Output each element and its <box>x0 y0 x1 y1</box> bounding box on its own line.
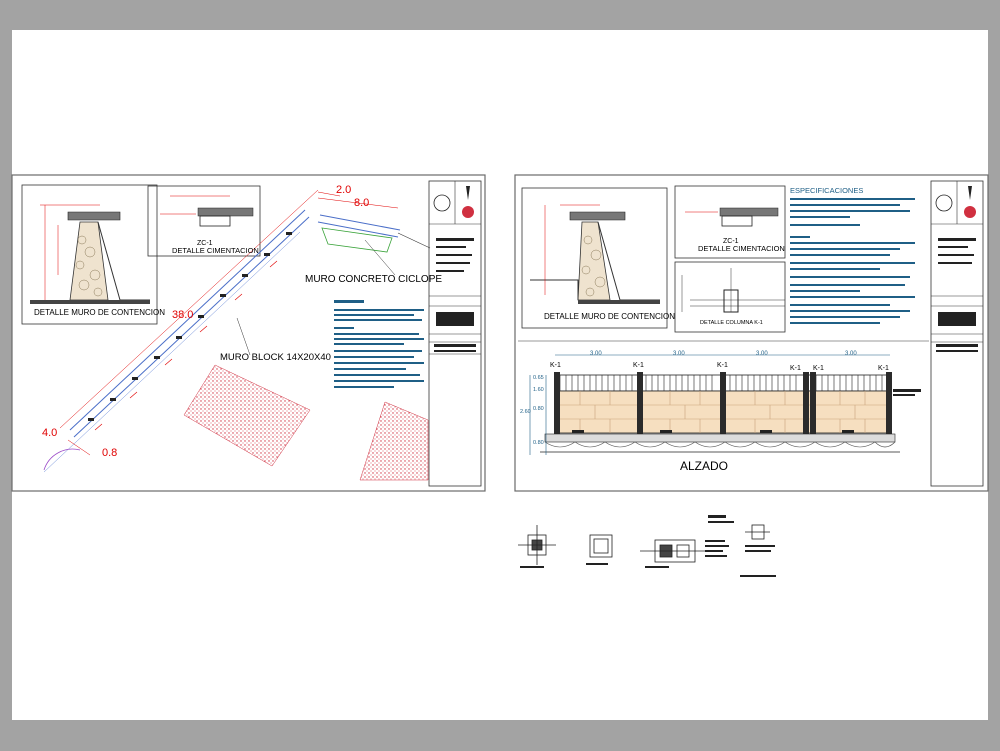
fence-elevation <box>529 354 921 455</box>
column-detail-label: DETALLE COLUMNA K-1 <box>700 320 763 326</box>
sheet-2-specs-text <box>790 198 915 324</box>
column-tag-6: K-1 <box>878 365 889 372</box>
dim-top-short: 2.0 <box>336 184 352 196</box>
dim-main: 38.0 <box>172 309 194 321</box>
height-dim-4: 0.80 <box>533 440 544 446</box>
total-height-dim: 2.60 <box>520 409 531 415</box>
wall-detail-frame-2 <box>521 187 668 329</box>
height-dim-2: 1.60 <box>533 387 544 393</box>
wall-section-stone <box>69 221 109 301</box>
foundation-tag: ZC-1 <box>197 240 213 247</box>
foundation-detail-frame <box>147 185 261 257</box>
foundation-detail-title: DETALLE CIMENTACION <box>172 246 259 255</box>
loose-detail-notes <box>520 515 776 577</box>
specs-title: ESPECIFICACIONES <box>790 186 864 195</box>
column-tag-1: K-1 <box>550 362 561 369</box>
column-tag-2: K-1 <box>633 362 644 369</box>
foundation-slab <box>197 207 254 217</box>
hatched-area-1 <box>183 364 311 467</box>
label-block-wall: MURO BLOCK 14X20X40 <box>220 352 331 363</box>
hatched-area-2 <box>359 401 429 481</box>
elevation-title: ALZADO <box>680 459 729 473</box>
bay-dim-3: 3.00 <box>756 351 768 357</box>
fence-foundation <box>544 433 896 443</box>
wall-section-stone-2 <box>577 221 611 301</box>
sheet-2-title-block <box>930 180 984 487</box>
foundation-footing <box>199 215 231 227</box>
fence-columns <box>554 372 892 434</box>
sheet-1-specs-text <box>334 300 424 388</box>
bay-dim-2: 3.00 <box>673 351 685 357</box>
wall-detail-title: DETALLE MURO DE CONTENCION <box>34 308 165 317</box>
foundation-tag-2: ZC-1 <box>723 238 739 245</box>
foundation-detail-title-2: DETALLE CIMENTACION <box>698 244 785 253</box>
height-dim-1: 0.65 <box>533 375 544 381</box>
loose-column-details <box>518 524 770 565</box>
column-tag-5: K-1 <box>813 365 824 372</box>
label-cyclopean-wall: MURO CONCRETO CICLOPE <box>305 274 443 285</box>
column-tag-3: K-1 <box>717 362 728 369</box>
bay-dim-1: 3.00 <box>590 351 602 357</box>
foundation-detail-frame-2 <box>674 185 786 259</box>
wall-top-slab <box>67 211 121 221</box>
wall-detail-frame <box>21 184 158 325</box>
sheet-2-border[interactable] <box>514 174 989 492</box>
corner-angle-arc <box>43 448 81 471</box>
column-detail-frame <box>674 261 786 333</box>
wall-dimension-lines <box>40 204 100 300</box>
sheet-1-title-block <box>428 180 482 487</box>
stone-pattern <box>75 235 103 297</box>
bay-dim-4: 3.00 <box>845 351 857 357</box>
wall-detail-title-2: DETALLE MURO DE CONTENCION <box>544 312 675 321</box>
column-tag-4: K-1 <box>790 365 801 372</box>
sheet-1-border[interactable] <box>11 174 486 492</box>
height-dim-3: 0.80 <box>533 406 544 412</box>
cyclopean-wall-plan <box>317 191 431 276</box>
block-wall-plan <box>43 189 319 473</box>
dim-left: 4.0 <box>42 427 58 439</box>
dim-bottom: 0.8 <box>102 447 118 459</box>
wall-footing <box>30 300 150 304</box>
dim-top-long: 8.0 <box>354 197 370 209</box>
